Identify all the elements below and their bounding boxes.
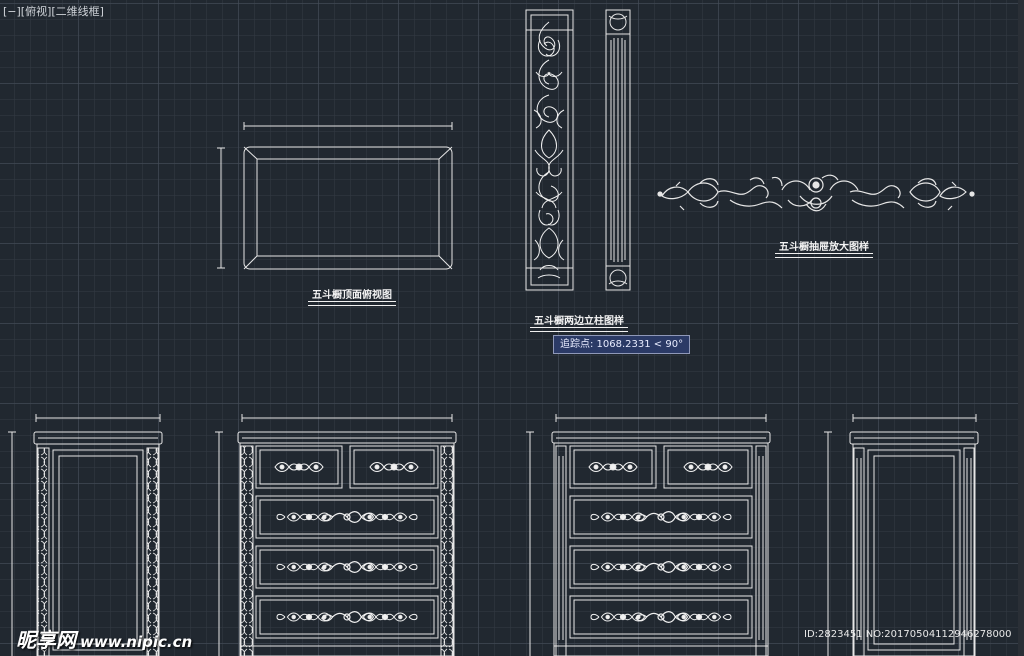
viewport-controls-label[interactable]: [−][俯视][二维线框]: [3, 5, 104, 18]
watermark-url: www.nipic.cn: [80, 633, 193, 651]
top-plan-view: [217, 122, 453, 270]
tracking-point-tooltip: 追踪点: 1068.2331 < 90°: [553, 335, 691, 354]
caption-top-plan: 五斗橱顶面俯视图: [308, 286, 396, 306]
caption-handle: 五斗橱抽屉放大图样: [775, 238, 873, 258]
caption-column: 五斗橱两边立柱图样: [530, 312, 628, 332]
carved-column-detail: [525, 9, 631, 291]
right-side-elevation: [824, 414, 979, 656]
front-elevation-carved: [215, 414, 457, 656]
watermark-id: ID:2823451 NO:20170504112946278000: [804, 629, 1012, 640]
front-elevation-fluted: [526, 414, 771, 656]
vertical-scrollbar[interactable]: [1018, 0, 1024, 656]
drawer-handle-detail: [657, 174, 975, 212]
watermark-logo-text: 昵享网: [16, 628, 76, 652]
left-side-elevation: [8, 414, 163, 656]
